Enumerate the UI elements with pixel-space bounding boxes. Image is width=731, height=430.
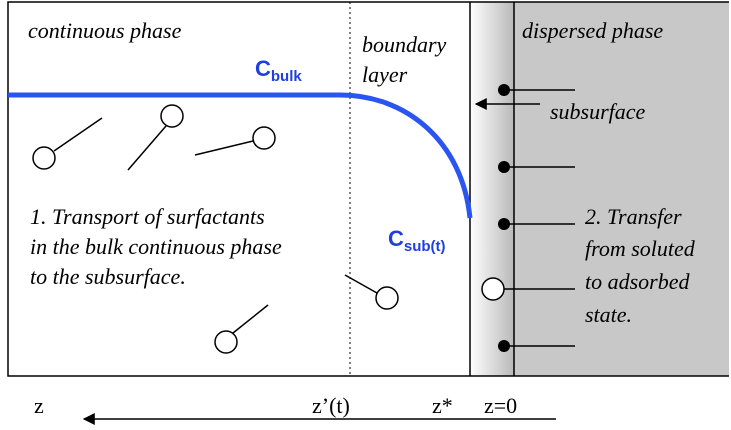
adsorbed-molecule	[498, 84, 575, 96]
adsorbed-molecule	[498, 340, 575, 352]
axis-label-z: z	[34, 393, 44, 418]
soluted-molecule	[481, 277, 575, 301]
c-sub-label: Csub(t)	[388, 226, 446, 255]
surfactant-molecule	[194, 126, 276, 156]
adsorbed-molecule	[498, 218, 575, 230]
step2-line2: from soluted	[585, 236, 696, 261]
step1-line3: to the subsurface.	[30, 264, 186, 289]
dispersed-phase-region	[514, 2, 729, 376]
surfactant-molecule	[32, 117, 103, 170]
continuous-phase-label: continuous phase	[28, 18, 182, 43]
subsurface-label: subsurface	[550, 99, 646, 124]
dispersed-phase-label: dispersed phase	[522, 18, 663, 43]
layer-label: layer	[362, 62, 408, 87]
boundary-label: boundary	[362, 32, 447, 57]
frame	[7, 1, 729, 377]
adsorbed-molecule	[498, 161, 575, 173]
surfactant-molecule	[344, 274, 399, 310]
c-bulk-label: Cbulk	[255, 56, 302, 85]
interface-gradient	[470, 2, 514, 376]
axis-label-z-zero: z=0	[484, 393, 517, 418]
surfactant-molecule	[214, 304, 269, 354]
step2-line3: to adsorbed	[585, 269, 691, 294]
step2-line4: state.	[585, 302, 632, 327]
step2-line1: 2. Transfer	[585, 204, 682, 229]
axis-label-z-prime: z’(t)	[312, 393, 350, 418]
surfactant-molecule	[127, 104, 184, 171]
step1-line2: in the bulk continuous phase	[30, 234, 282, 259]
axis-label-z-star: z*	[432, 393, 453, 418]
concentration-curve	[8, 92, 473, 219]
step1-line1: 1. Transport of surfactants	[30, 204, 265, 229]
